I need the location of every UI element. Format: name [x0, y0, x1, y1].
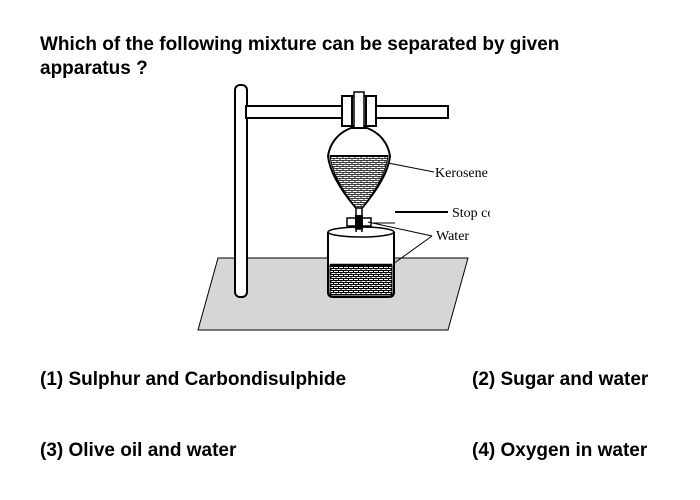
- option-2[interactable]: (2) Sugar and water: [472, 369, 649, 390]
- question-line-2: apparatus ?: [40, 58, 148, 79]
- stand-rod: [234, 84, 248, 298]
- funnel-liquid: [329, 155, 389, 209]
- question-text: Which of the following mixture can be se…: [40, 33, 640, 81]
- label-kerosene: Kerosene: [435, 166, 488, 181]
- beaker-liquid: [329, 264, 393, 296]
- option-1[interactable]: (1) Sulphur and Carbondisulphide: [40, 369, 347, 390]
- option-3[interactable]: (3) Olive oil and water: [40, 440, 237, 461]
- separating-funnel-diagram: Kerosene Stop cock Water: [197, 84, 490, 331]
- question-line-1: Which of the following mixture can be se…: [40, 34, 560, 55]
- option-4[interactable]: (4) Oxygen in water: [472, 440, 648, 461]
- label-stopcock: Stop cock: [452, 206, 490, 221]
- label-water: Water: [436, 229, 469, 244]
